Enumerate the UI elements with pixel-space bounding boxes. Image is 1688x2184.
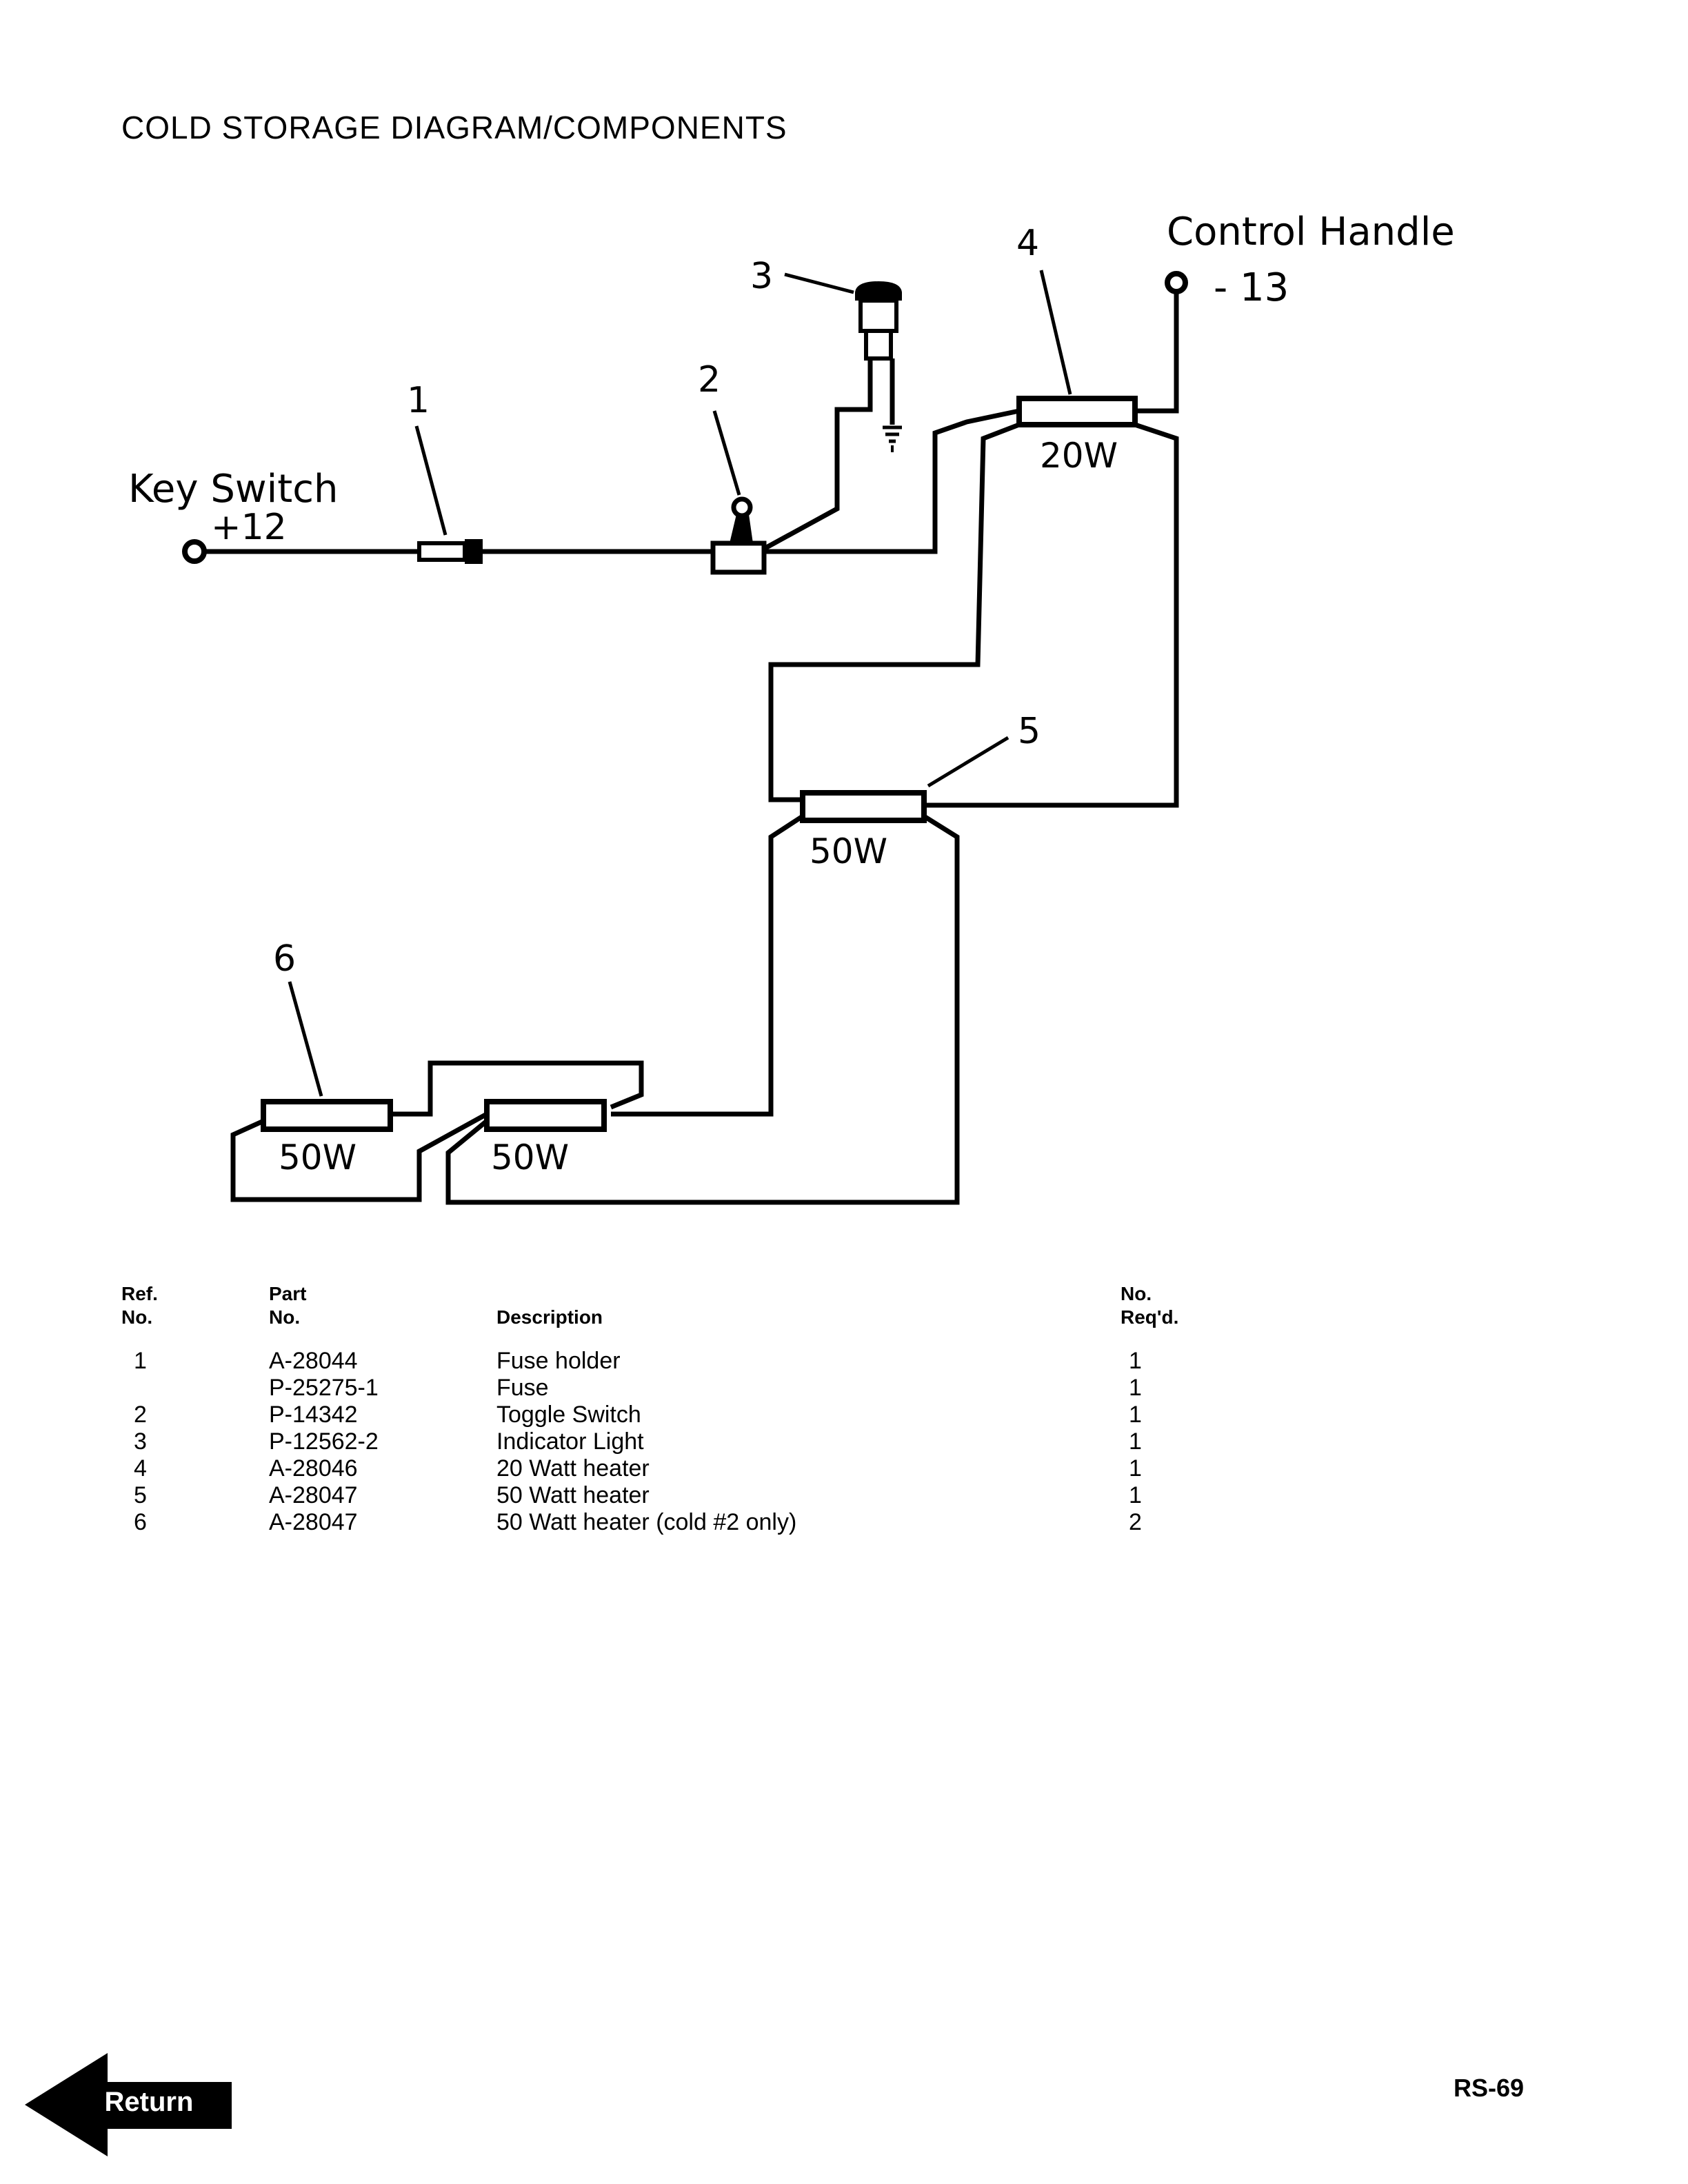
table-row: 2 P-14342 Toggle Switch 1 — [134, 1402, 1142, 1428]
key-switch-voltage: +12 — [211, 507, 287, 548]
heater-5-label: 50W — [810, 831, 887, 871]
return-label: Return — [104, 2087, 194, 2117]
wire-heater4-to-heater5-left — [768, 422, 1021, 802]
table-row: 5 A-28047 50 Watt heater 1 — [134, 1482, 1142, 1509]
page-number: RS-69 — [1454, 2074, 1525, 2102]
heater-4 — [1016, 396, 1138, 427]
heater-6b-label: 50W — [491, 1138, 569, 1177]
callout-4: 4 — [1016, 223, 1039, 264]
key-switch-label: Key Switch — [128, 467, 338, 512]
wire-heater4-to-control-handle — [1135, 288, 1179, 414]
leader-5 — [927, 736, 1009, 788]
wire-toggle-to-indicator — [763, 358, 873, 552]
indicator-light — [855, 281, 902, 361]
leader-6 — [288, 981, 323, 1097]
wire-toggle-to-heater4 — [764, 408, 1020, 554]
control-handle-value: - 13 — [1214, 265, 1289, 310]
callout-2: 2 — [698, 359, 721, 401]
return-button[interactable]: Return — [25, 2053, 239, 2156]
key-switch-terminal — [182, 539, 207, 564]
toggle-switch — [710, 496, 767, 575]
wire-heater5-to-heater6b — [611, 814, 804, 1117]
control-handle-terminal — [1165, 271, 1188, 294]
callout-1: 1 — [407, 380, 430, 421]
wire-heater5-right-loop — [445, 814, 960, 1205]
table-row: 1 A-28044 Fuse holder 1 — [134, 1348, 1142, 1375]
wire-heater6a-loop — [230, 1111, 488, 1202]
header-ref-no: Ref.No. — [121, 1283, 158, 1328]
heater-5 — [800, 790, 927, 823]
table-row: 4 A-28046 20 Watt heater 1 — [134, 1455, 1142, 1482]
control-handle-label: Control Handle — [1167, 210, 1455, 254]
heater-6a — [261, 1099, 393, 1132]
heater-6b — [484, 1099, 607, 1132]
heater-6a-label: 50W — [279, 1138, 356, 1177]
leader-4 — [1039, 270, 1072, 395]
table-row: 3 P-12562-2 Indicator Light 1 — [134, 1428, 1142, 1455]
leader-1 — [414, 425, 448, 536]
table-row: 6 A-28047 50 Watt heater (cold #2 only) … — [134, 1509, 1142, 1536]
fuse-holder — [417, 539, 483, 564]
table-row: P-25275-1 Fuse 1 — [269, 1375, 1142, 1402]
arrow-left-icon — [25, 2053, 232, 2156]
page-title: COLD STORAGE DIAGRAM/COMPONENTS — [121, 110, 787, 145]
heater-4-label: 20W — [1040, 436, 1118, 476]
callout-6: 6 — [273, 938, 296, 980]
leader-3 — [784, 272, 854, 294]
callout-3: 3 — [750, 256, 773, 297]
wire-heater6b-to-heater6a — [390, 1060, 644, 1117]
leader-2 — [712, 410, 741, 496]
callout-5: 5 — [1018, 711, 1041, 752]
header-description: Description — [496, 1306, 603, 1328]
ground-icon — [883, 425, 902, 452]
wire-heater4-to-heater5-right — [924, 422, 1179, 808]
header-no-reqd: No.Req'd. — [1121, 1283, 1179, 1328]
